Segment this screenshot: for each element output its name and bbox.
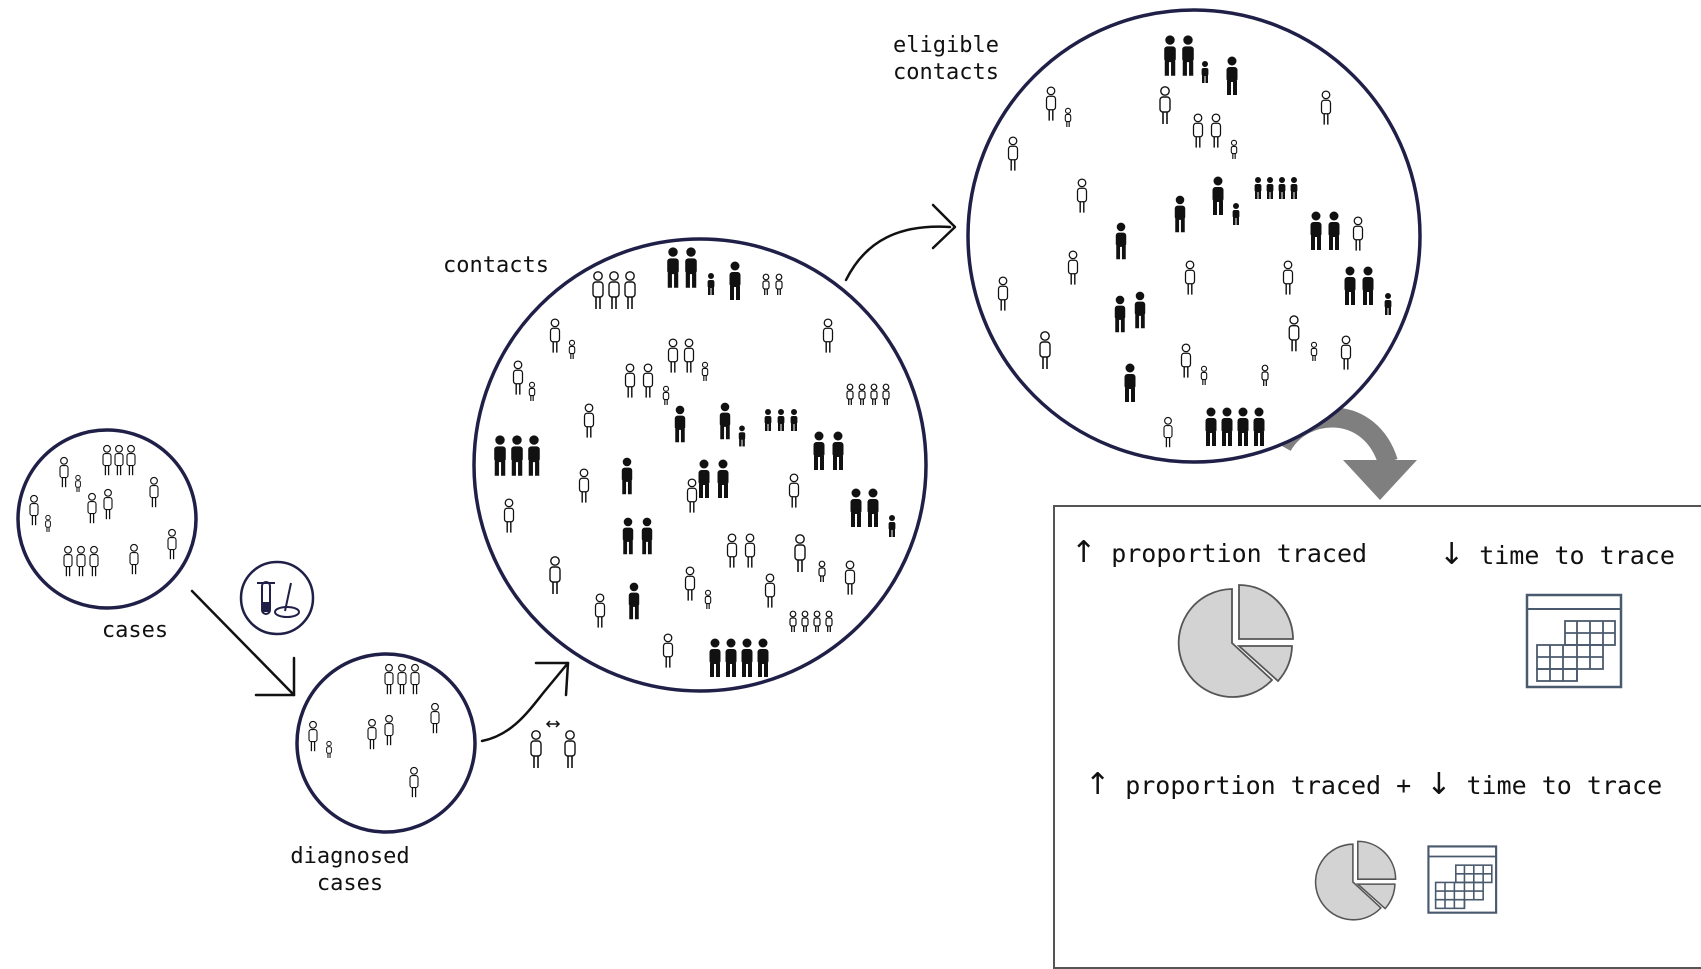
flow-arrows bbox=[190, 203, 957, 743]
arrow-contacts-to-eligible bbox=[844, 225, 952, 282]
up-arrow-icon: ↑ bbox=[1085, 767, 1111, 802]
diagnosed-label-line1: diagnosed bbox=[290, 844, 410, 869]
calendar-icon bbox=[1525, 593, 1623, 689]
contact-pair-icon bbox=[530, 720, 576, 769]
arrowhead-contacts bbox=[534, 661, 570, 697]
combined-outcome: ↑ proportion traced + ↓ time to trace bbox=[1085, 767, 1662, 802]
plus-sign: + bbox=[1396, 771, 1412, 800]
up-arrow-icon: ↑ bbox=[1071, 535, 1097, 570]
decrease-time-to-trace: ↓ time to trace bbox=[1439, 537, 1675, 572]
diagnosed-cases-label: diagnosed cases bbox=[270, 843, 430, 897]
time-to-trace-text: time to trace bbox=[1466, 771, 1663, 800]
arrowhead-eligible bbox=[931, 203, 957, 250]
increase-proportion-traced: ↑ proportion traced bbox=[1071, 535, 1367, 570]
contacts-label: contacts bbox=[443, 253, 549, 278]
time-to-trace-text: time to trace bbox=[1479, 541, 1675, 570]
diagnosed-cases-circle bbox=[295, 652, 477, 834]
arrow-cases-to-diagnosed bbox=[190, 589, 296, 697]
test-tube-icon bbox=[239, 560, 315, 636]
eligible-contacts-circle bbox=[966, 8, 1422, 464]
proportion-traced-text: proportion traced bbox=[1111, 539, 1368, 568]
calendar-icon-small bbox=[1427, 845, 1498, 914]
eligible-contacts-label: eligible contacts bbox=[893, 32, 999, 86]
pie-chart-icon-small bbox=[1314, 840, 1397, 921]
down-arrow-icon: ↓ bbox=[1426, 767, 1452, 802]
arrow-diagnosed-to-contacts bbox=[480, 661, 570, 743]
pie-chart-icon bbox=[1177, 584, 1294, 698]
eligible-label-line1: eligible bbox=[893, 33, 999, 58]
down-arrow-icon: ↓ bbox=[1439, 537, 1465, 572]
arrowhead-diagnosed bbox=[254, 656, 296, 697]
proportion-traced-text: proportion traced bbox=[1125, 771, 1382, 800]
cases-label: cases bbox=[101, 618, 169, 643]
eligible-label-line2: contacts bbox=[893, 60, 999, 85]
diagram-canvas bbox=[16, 8, 1422, 834]
diagnosed-label-line2: cases bbox=[316, 871, 384, 896]
outcomes-panel: ↑ proportion traced ↓ time to trace ↑ pr… bbox=[1053, 505, 1701, 969]
